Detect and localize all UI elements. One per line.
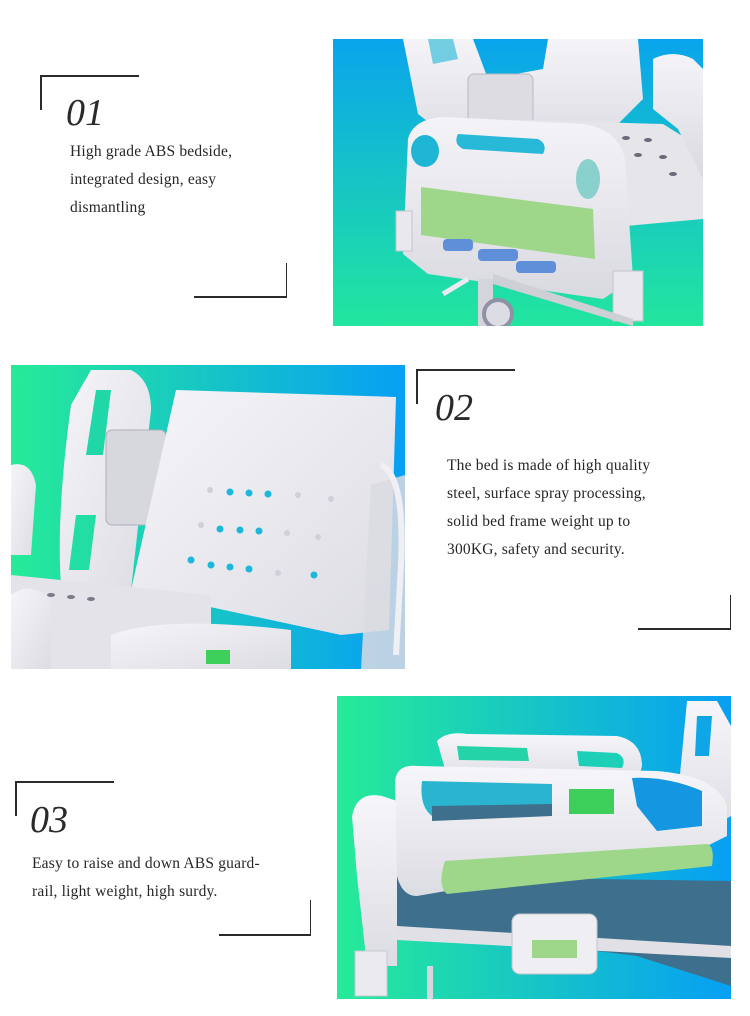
corner-bracket-bottom-right-h bbox=[194, 296, 287, 298]
description-line: Easy to raise and down ABS guard- bbox=[32, 855, 260, 872]
corner-bracket-top-left-h bbox=[40, 75, 139, 77]
corner-bracket-bottom-right-v bbox=[309, 900, 311, 936]
product-photo-backrest bbox=[11, 365, 405, 669]
corner-bracket-bottom-right-v bbox=[729, 595, 731, 630]
feature-number: 02 bbox=[435, 387, 473, 429]
product-photo-headboard bbox=[333, 39, 703, 326]
feature-description: Easy to raise and down ABS guard- rail, … bbox=[32, 850, 260, 906]
description-line: 300KG, safety and security. bbox=[447, 541, 625, 558]
corner-bracket-bottom-right-h bbox=[638, 628, 731, 630]
description-line: The bed is made of high quality bbox=[447, 457, 651, 474]
feature-number: 01 bbox=[66, 92, 104, 134]
feature-description: High grade ABS bedside, integrated desig… bbox=[70, 138, 232, 222]
corner-bracket-bottom-right-h bbox=[219, 934, 311, 936]
corner-bracket-top-left-v bbox=[416, 369, 418, 404]
feature-number: 03 bbox=[30, 799, 68, 841]
description-line: integrated design, easy bbox=[70, 171, 217, 188]
description-line: solid bed frame weight up to bbox=[447, 513, 631, 530]
description-line: steel, surface spray processing, bbox=[447, 485, 646, 502]
description-line: dismantling bbox=[70, 199, 146, 216]
product-photo-guardrail bbox=[337, 696, 731, 999]
corner-bracket-top-left-h bbox=[15, 781, 114, 783]
corner-bracket-bottom-right-v bbox=[285, 263, 287, 298]
corner-bracket-top-left-h bbox=[416, 369, 515, 371]
feature-description: The bed is made of high quality steel, s… bbox=[447, 452, 650, 564]
description-line: rail, light weight, high surdy. bbox=[32, 883, 218, 900]
corner-bracket-top-left-v bbox=[15, 781, 17, 816]
description-line: High grade ABS bedside, bbox=[70, 143, 233, 160]
corner-bracket-top-left-v bbox=[40, 75, 42, 110]
